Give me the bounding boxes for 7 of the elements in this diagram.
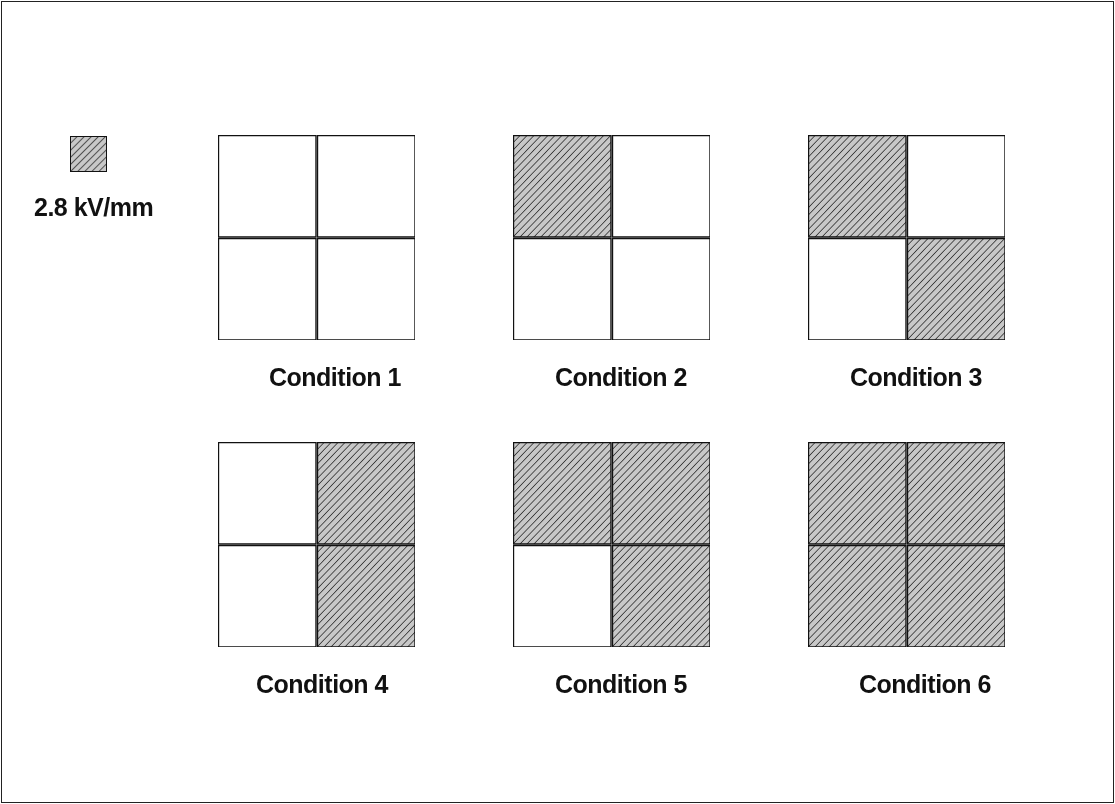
legend-label: 2.8 kV/mm [34, 193, 154, 222]
condition-label: Condition 4 [255, 670, 390, 699]
condition-label: Condition 2 [554, 363, 688, 392]
condition-label: Condition 5 [554, 670, 688, 699]
condition-label: Condition 6 [858, 670, 992, 699]
condition-label: Condition 3 [849, 363, 983, 392]
condition-label: Condition 1 [268, 363, 402, 392]
